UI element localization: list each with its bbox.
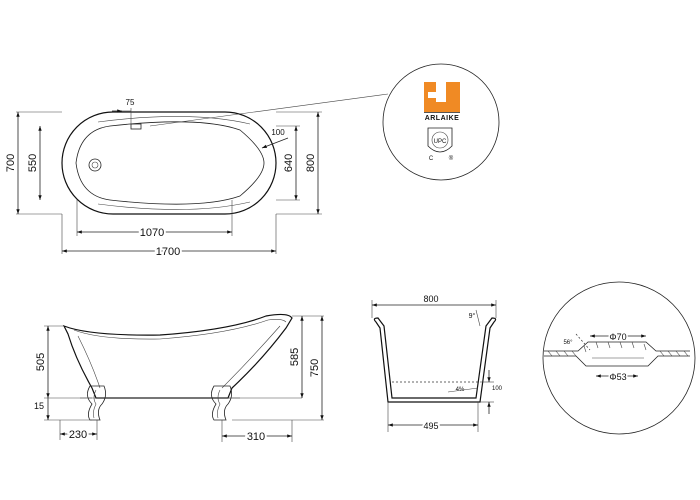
- drain-hatch: [547, 341, 689, 357]
- faucet-hole: [130, 123, 142, 130]
- dim-inner-width: 550: [27, 154, 39, 172]
- dim-section-top: 800: [423, 294, 438, 304]
- certification-callout: ARLAIKE UPC C ®: [382, 63, 500, 181]
- dim-inner-height: 585: [289, 348, 301, 366]
- section-view: 800 9° 100 4% 495: [371, 294, 503, 433]
- dim-faucet-offset: 75: [126, 98, 135, 107]
- upc-text: UPC: [434, 139, 447, 145]
- upc-shield-icon: [427, 127, 453, 153]
- tub-rim-line-bottom: [97, 201, 251, 210]
- brand-text: ARLAIKE: [425, 115, 460, 122]
- claw-foot-left-icon: [87, 385, 106, 421]
- dim-outer-width: 700: [5, 154, 17, 172]
- arlaike-logo-icon: [424, 82, 460, 113]
- dim-drain-angle: 56°: [563, 340, 573, 346]
- mark-c: C: [429, 156, 434, 162]
- tub-side-outline: [62, 313, 293, 399]
- dim-inner-length: 1070: [140, 227, 164, 239]
- dim-foot-right: 310: [247, 431, 265, 443]
- drain-outer: [88, 158, 102, 172]
- dim-foot-gap: 15: [34, 401, 44, 411]
- callout-circle: [382, 63, 500, 181]
- section-outline: [373, 317, 497, 403]
- tub-side-inner: [73, 319, 287, 340]
- side-view: 505 15 230 585 750 310: [34, 313, 324, 445]
- dim-overall-length: 1700: [156, 246, 180, 258]
- detail-circle: [542, 281, 696, 435]
- dim-section-angle: 9°: [469, 312, 476, 320]
- dim-outer-diameter: Φ70: [609, 332, 626, 342]
- top-view: 700 550 640 800 1070 1700 75 100: [5, 93, 389, 260]
- tub-rim-line: [97, 116, 251, 125]
- tub-outer-outline: [61, 111, 277, 215]
- dim-inner-length-w: 640: [283, 154, 295, 172]
- drain-detail: Φ70 Φ53 56°: [542, 281, 696, 435]
- dim-drain-height: 100: [492, 386, 503, 392]
- mark-r: ®: [449, 155, 454, 162]
- claw-foot-right-icon: [211, 385, 232, 421]
- dim-outer-width-right: 800: [305, 154, 317, 172]
- dim-foot-left: 230: [69, 429, 87, 441]
- dim-inner-diameter: Φ53: [609, 372, 626, 382]
- dim-rim-width: 100: [271, 128, 285, 137]
- drain-section-bottom: [544, 355, 690, 367]
- drain-inner: [91, 161, 99, 169]
- dim-slope: 4%: [456, 387, 465, 393]
- dim-inner-depth: 505: [35, 353, 47, 371]
- tub-inner-outline: [75, 121, 265, 205]
- dim-overall-height: 750: [309, 359, 321, 377]
- dim-section-bottom: 495: [423, 421, 438, 431]
